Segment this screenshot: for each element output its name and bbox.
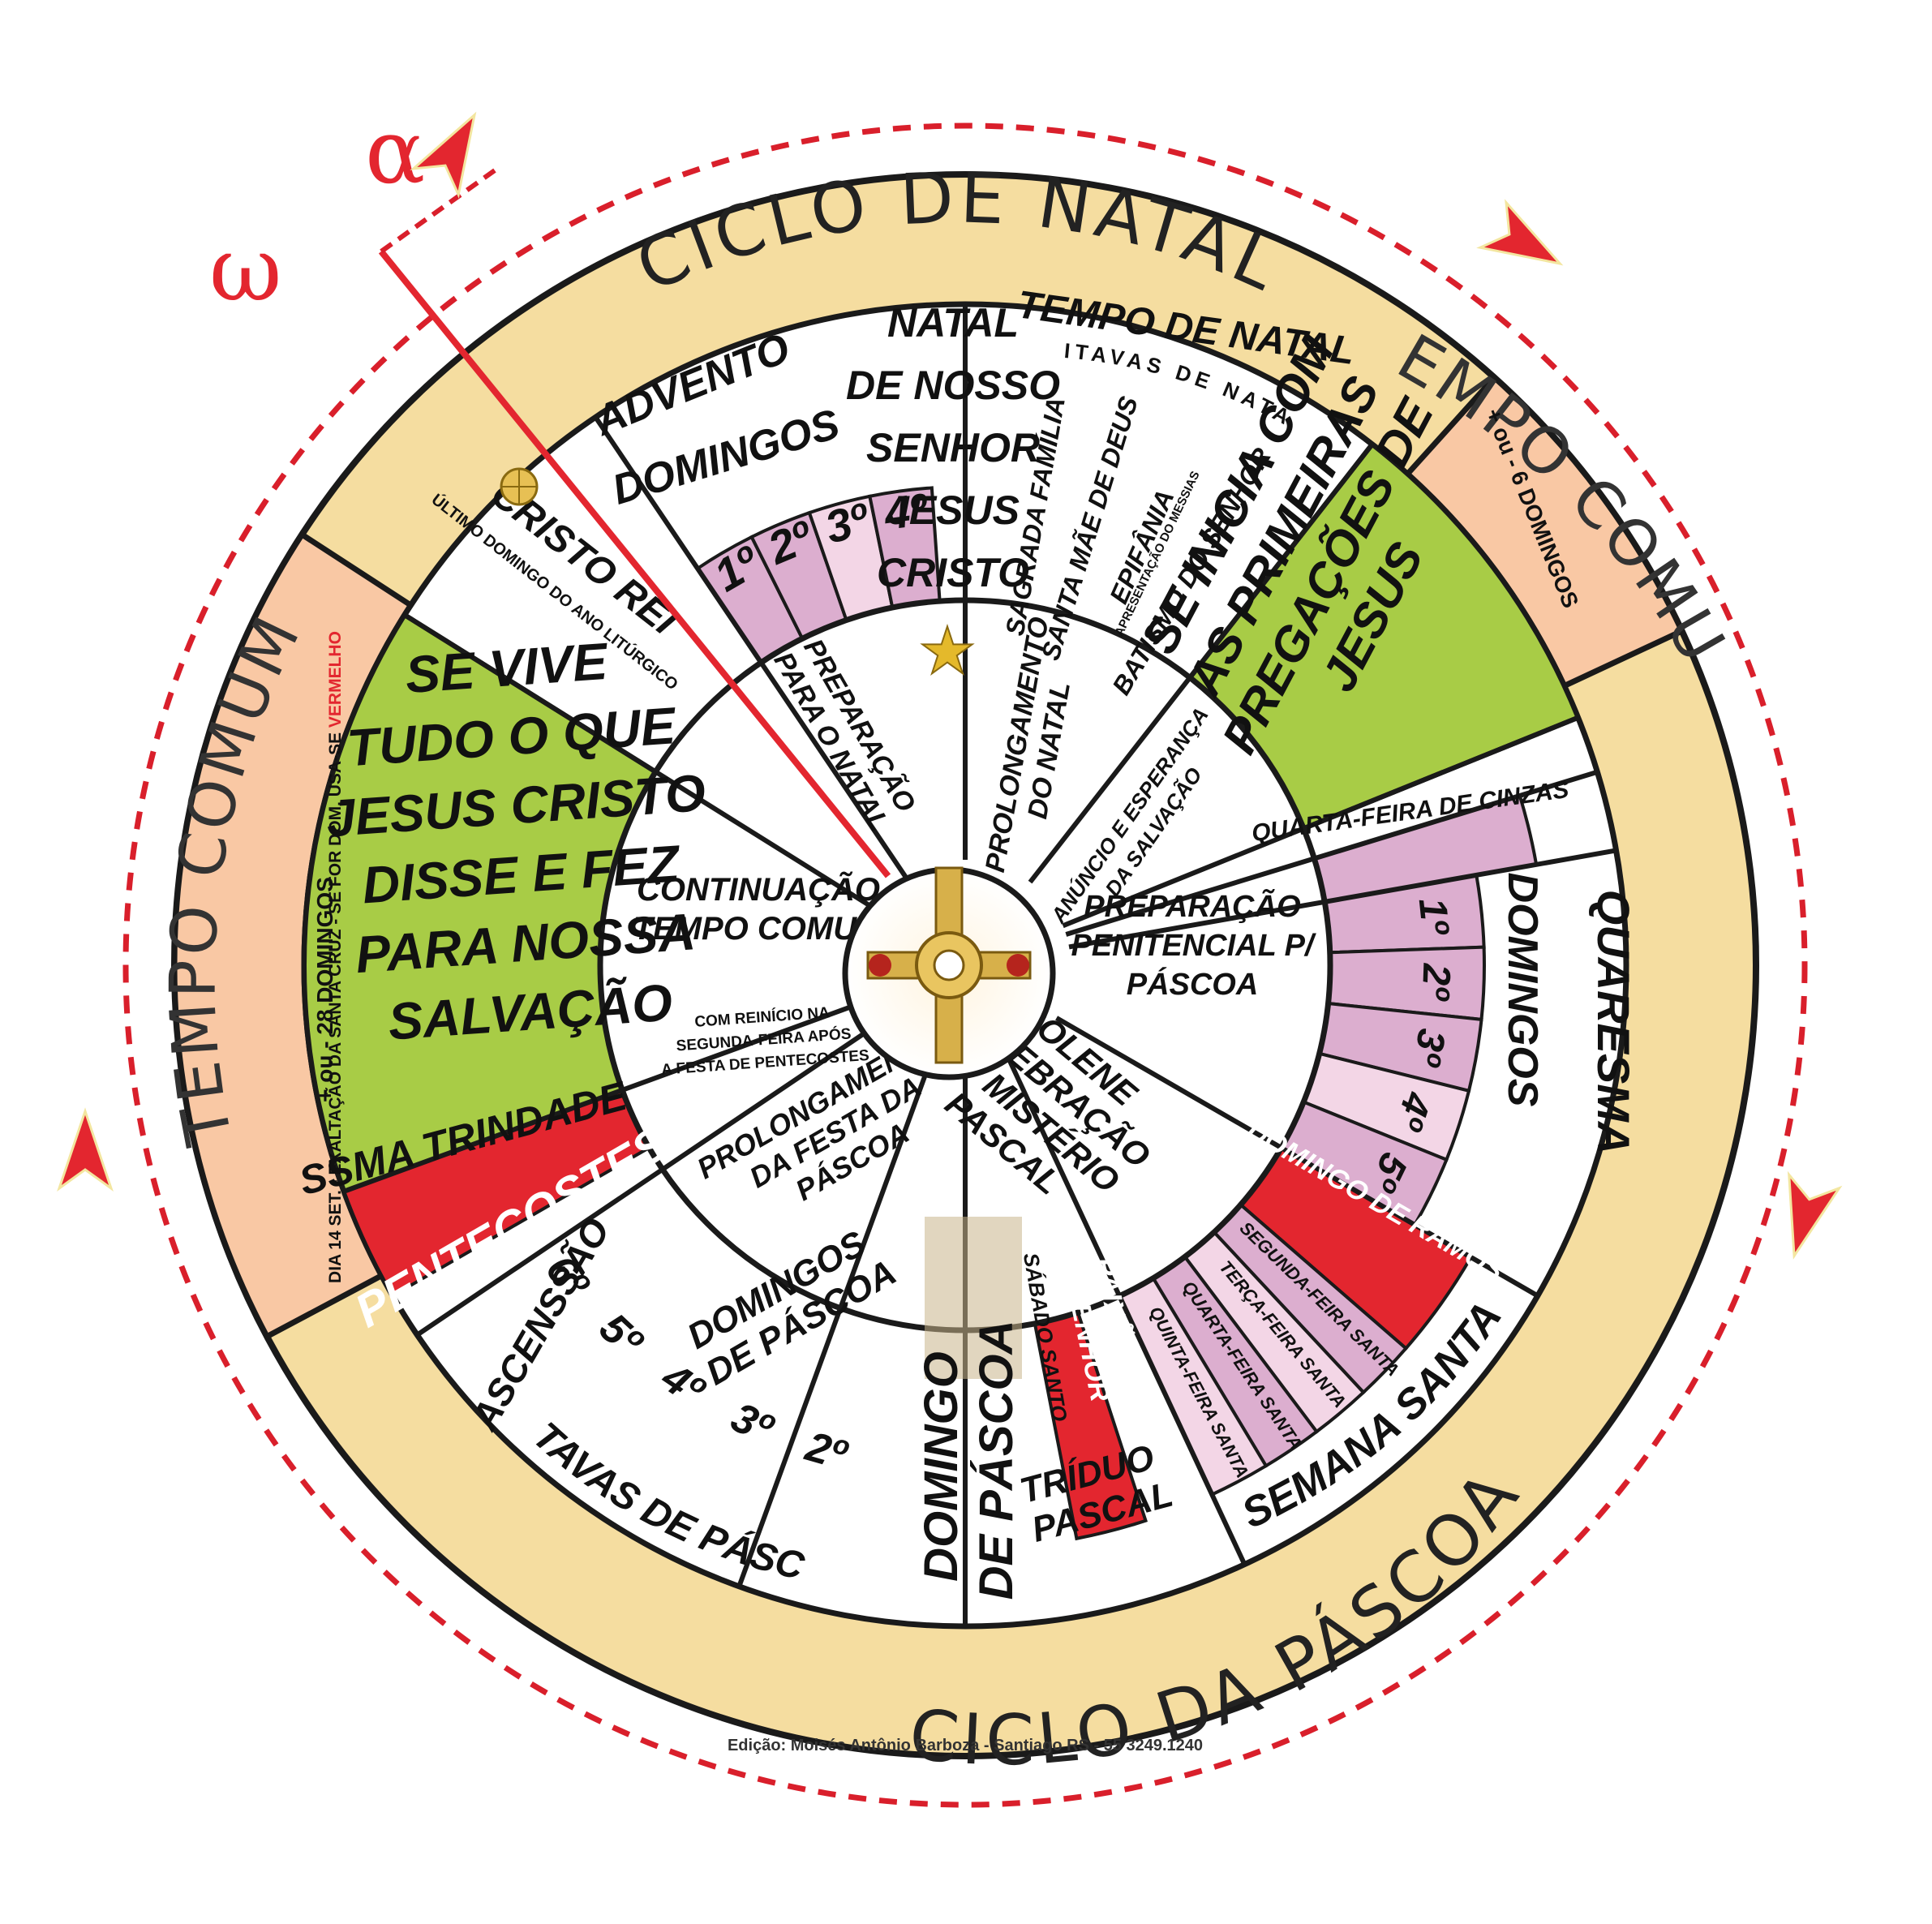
cross-icon bbox=[866, 866, 1032, 1064]
orbit-arrowhead bbox=[1476, 199, 1564, 266]
sector-divider bbox=[343, 999, 867, 1194]
domingo-de-pascoa-label: DOMINGO DE PÁSCOA bbox=[915, 1321, 1023, 1600]
exaltacao-note: DIA 14 SET. - EXALTAÇÃO DA SANTA CRUZ - … bbox=[326, 631, 345, 1283]
sector-divider bbox=[415, 1022, 879, 1338]
globe-icon bbox=[500, 467, 539, 506]
risen-christ-image bbox=[925, 1217, 1022, 1379]
natal-line: CRISTO bbox=[877, 550, 1029, 595]
star-icon: ★ bbox=[918, 615, 977, 687]
quaresma-domingos-label: DOMINGOS bbox=[1499, 873, 1546, 1107]
preparacao-penitencial-label-line: PREPARAÇÃO bbox=[1084, 888, 1300, 924]
advent-sunday-label: 4º bbox=[881, 483, 932, 539]
sector-divider bbox=[1007, 1059, 1247, 1565]
sector-divider bbox=[736, 1063, 932, 1587]
preparacao-penitencial-label-line: PÁSCOA bbox=[1127, 966, 1259, 1002]
left-green-line: SE VIVE bbox=[403, 632, 611, 704]
left-domingos-count: + ou - 28 DOMINGOS bbox=[312, 877, 337, 1102]
sector-divider bbox=[593, 415, 908, 879]
natal-line: SENHOR bbox=[866, 425, 1040, 470]
edition-credit: Edição: Moisés Antônio Barboza - Santiag… bbox=[728, 1737, 1203, 1754]
sector-divider bbox=[1068, 848, 1617, 950]
alpha-symbol: α bbox=[365, 100, 425, 204]
sector-divider bbox=[1065, 769, 1599, 937]
lent-sunday-label: 2º bbox=[1414, 962, 1458, 1003]
orbit-arrowhead bbox=[410, 111, 477, 199]
sector-divider bbox=[1062, 715, 1579, 929]
sector-divider bbox=[1055, 1016, 1539, 1299]
natal-line: DE NOSSO bbox=[846, 363, 1060, 408]
continuacao-tempo-comum-label-line: TEMPO COMUM bbox=[633, 911, 886, 947]
continuacao-tempo-comum-label-line: CONTINUAÇÃO bbox=[637, 870, 880, 908]
lent-sunday-label: 1º bbox=[1410, 896, 1458, 938]
omega-symbol: ω bbox=[209, 217, 282, 321]
sector-divider bbox=[1028, 442, 1375, 884]
quaresma-label: QUARESMA bbox=[1588, 890, 1639, 1155]
sector-divider bbox=[403, 612, 878, 912]
natal-line: NATAL bbox=[887, 300, 1019, 346]
preparacao-penitencial-label-line: PENITENCIAL P/ bbox=[1071, 929, 1316, 963]
natal-line: JESUS bbox=[887, 487, 1020, 533]
orbit-arrowhead bbox=[57, 1107, 114, 1192]
orbit-arrowhead bbox=[1787, 1170, 1843, 1260]
natal-de-nosso-senhor: NATAL DE NOSSO SENHOR JESUS CRISTO bbox=[846, 300, 1060, 595]
pointer-dashed-extension bbox=[380, 168, 496, 254]
orbit-dashed-circle bbox=[122, 122, 1808, 1808]
pointer-hand bbox=[378, 249, 891, 878]
preparacao-penitencial-label: PREPARAÇÃO PENITENCIAL P/PÁSCOA bbox=[1071, 888, 1316, 1002]
